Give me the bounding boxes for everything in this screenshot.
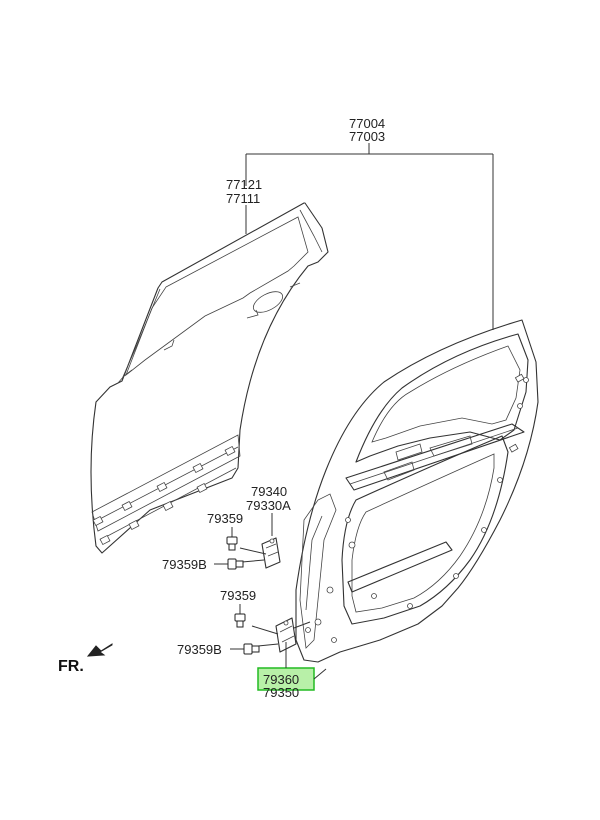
upper-hinge[interactable] bbox=[239, 537, 281, 569]
lower-hinge[interactable] bbox=[251, 617, 311, 653]
part-number-79330a[interactable]: 79330A bbox=[246, 498, 291, 513]
label-outer-panel[interactable]: 77121 77111 bbox=[226, 177, 262, 206]
label-lower-hinge[interactable]: 79360 79350 bbox=[257, 667, 315, 700]
part-number-77004[interactable]: 77004 bbox=[349, 116, 385, 131]
label-door-assy[interactable]: 77004 77003 bbox=[349, 116, 385, 144]
part-number-79360[interactable]: 79360 bbox=[263, 672, 299, 687]
lower-bolt-vertical[interactable] bbox=[234, 613, 246, 628]
outer-door-panel[interactable] bbox=[90, 202, 329, 554]
part-number-79359-lower[interactable]: 79359 bbox=[220, 588, 256, 603]
upper-bolt-vertical[interactable] bbox=[226, 536, 238, 551]
part-number-77121[interactable]: 77121 bbox=[226, 177, 262, 192]
front-label: FR. bbox=[58, 658, 84, 675]
part-number-79340[interactable]: 79340 bbox=[251, 484, 287, 499]
part-number-79359b-lower[interactable]: 79359B bbox=[177, 642, 222, 657]
part-number-77003[interactable]: 77003 bbox=[349, 129, 385, 144]
door-frame-assembly[interactable] bbox=[295, 319, 539, 663]
part-number-77111[interactable]: 77111 bbox=[226, 191, 260, 206]
label-upper-hinge[interactable]: 79340 79330A bbox=[246, 484, 291, 513]
part-number-79350[interactable]: 79350 bbox=[263, 685, 299, 700]
leader-lines bbox=[214, 143, 494, 680]
lower-bolt-horizontal[interactable] bbox=[243, 643, 260, 655]
arrow-icon bbox=[86, 643, 113, 657]
front-direction-indicator: FR. bbox=[58, 643, 113, 675]
upper-bolt-horizontal[interactable] bbox=[227, 558, 244, 570]
part-number-79359-upper[interactable]: 79359 bbox=[207, 511, 243, 526]
part-number-79359b-upper[interactable]: 79359B bbox=[162, 557, 207, 572]
